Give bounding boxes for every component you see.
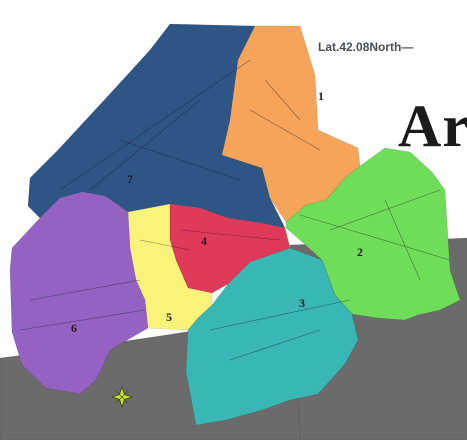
street-lines xyxy=(19,59,451,361)
ward-label-1: 1 xyxy=(318,89,324,103)
ward-6-region[interactable] xyxy=(9,191,149,395)
page-title: Ar xyxy=(398,93,467,159)
ward-label-4: 4 xyxy=(201,234,207,248)
ward-2-region[interactable] xyxy=(285,147,461,321)
ward-label-2: 2 xyxy=(357,245,363,259)
ward-label-6: 6 xyxy=(71,321,77,335)
ward-label-3: 3 xyxy=(299,296,305,310)
ward-label-5: 5 xyxy=(166,310,172,324)
ward-label-7: 7 xyxy=(127,172,133,186)
compass-star-icon xyxy=(110,385,134,409)
latitude-label: Lat.42.08North— xyxy=(318,40,414,54)
